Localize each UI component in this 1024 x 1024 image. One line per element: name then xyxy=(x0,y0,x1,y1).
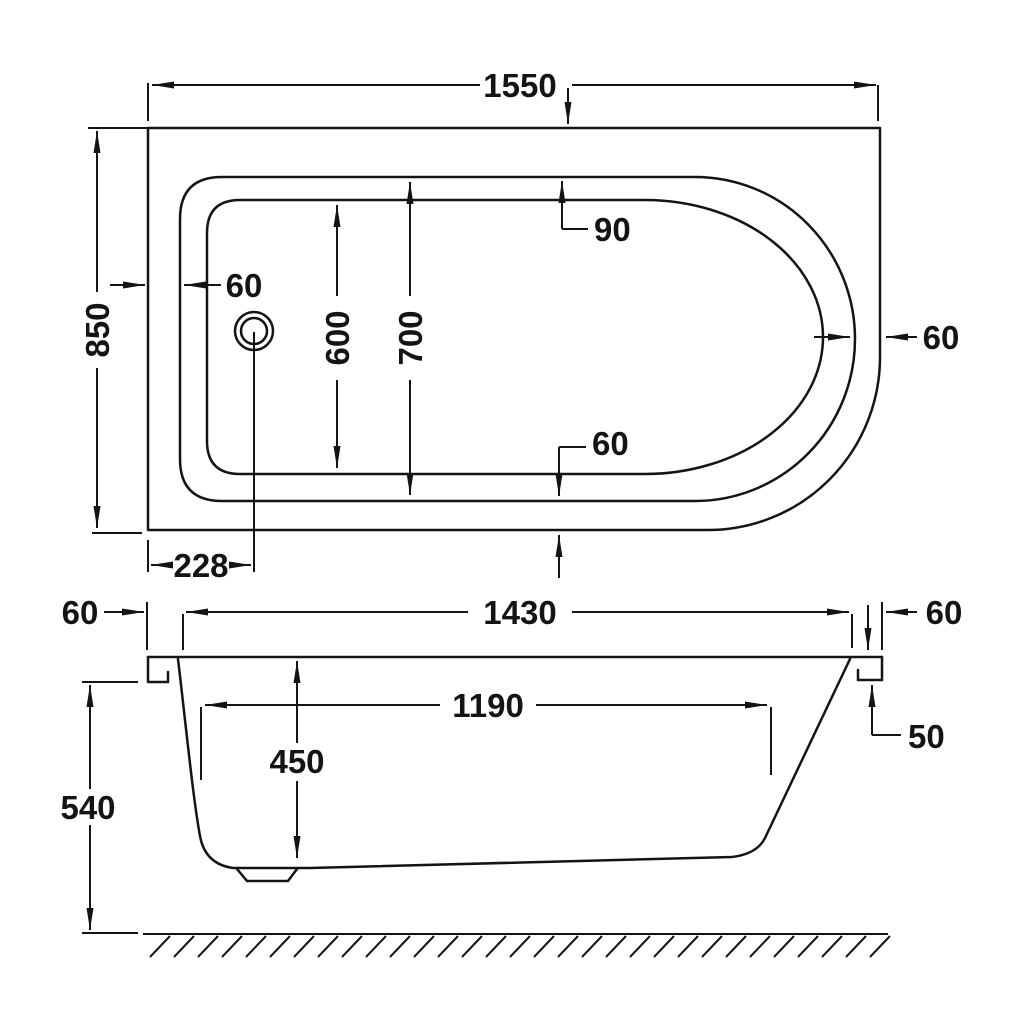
dim-side-overhang-left: 60 xyxy=(62,594,148,650)
extension-line xyxy=(88,127,148,534)
dim-side-rim-inner-length: 1430 xyxy=(182,594,853,650)
extension-line xyxy=(182,614,853,650)
dim-overall-height-label: 540 xyxy=(60,789,115,826)
dim-plan-basin-opening-width: 700 xyxy=(392,182,429,495)
dim-basin-opening-width-label: 700 xyxy=(392,310,429,365)
side-right-rim-lip xyxy=(856,655,884,682)
dim-rim-top-label: 90 xyxy=(594,211,631,248)
dim-side-overall-height: 540 xyxy=(60,681,138,934)
plan-basin-floor-outline xyxy=(205,198,825,476)
extension-line xyxy=(147,83,879,121)
side-foot-base xyxy=(235,867,299,883)
dim-apron-return-label: 50 xyxy=(908,718,945,755)
dim-drain-offset-label: 228 xyxy=(173,547,228,584)
plan-outer-rim-outline xyxy=(146,126,882,532)
side-left-rim-lip xyxy=(146,655,170,684)
dim-overhang-right-label: 60 xyxy=(926,594,963,631)
dim-basin-depth-label: 450 xyxy=(269,743,324,780)
dim-plan-rim-top: 90 xyxy=(558,181,631,248)
dim-plan-overall-width: 850 xyxy=(79,127,148,534)
dim-plan-rim-left: 60 xyxy=(110,267,262,304)
dim-overall-width-label: 850 xyxy=(79,302,116,357)
plan-view: 1550 850 60 90 60 xyxy=(79,67,959,584)
dim-rim-bottom-label: 60 xyxy=(592,425,629,462)
dim-plan-rim-right: 60 xyxy=(814,319,959,356)
dim-overall-length-label: 1550 xyxy=(483,67,556,104)
floor-hatching xyxy=(149,935,891,958)
dim-basin-floor-length-label: 1190 xyxy=(452,687,524,724)
extension-line xyxy=(200,707,772,780)
dim-basin-floor-width-label: 600 xyxy=(319,310,356,365)
dim-rim-inner-length-label: 1430 xyxy=(483,594,556,631)
dim-rim-right-label: 60 xyxy=(923,319,960,356)
dim-side-overhang-right: 60 xyxy=(864,594,963,650)
dim-plan-rim-bottom: 60 xyxy=(555,425,629,578)
dim-plan-drain-offset: 228 xyxy=(147,540,251,584)
dim-side-apron-return: 50 xyxy=(868,685,945,755)
dim-side-basin-floor-length: 1190 xyxy=(200,687,772,780)
side-view: 540 450 1430 60 60 xyxy=(60,594,963,958)
dim-rim-left-label: 60 xyxy=(226,267,263,304)
dim-overhang-left-label: 60 xyxy=(62,594,99,631)
extension-line xyxy=(82,681,138,934)
dim-plan-basin-floor-width: 600 xyxy=(319,205,356,468)
side-shell-profile xyxy=(176,657,852,870)
dim-side-basin-depth: 450 xyxy=(269,661,325,858)
dim-plan-overall-length: 1550 xyxy=(147,67,879,124)
plan-basin-opening-outline xyxy=(178,175,857,503)
